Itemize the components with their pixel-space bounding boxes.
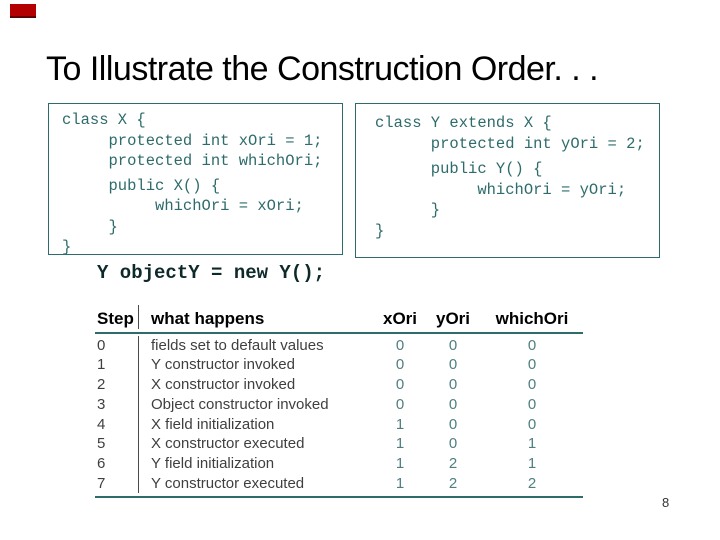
table-row: 7 Y constructor executed 1 2 2 (95, 473, 583, 494)
step-number: 1 (97, 356, 106, 374)
code-box-class-x: class X { protected int xOri = 1; protec… (48, 103, 343, 256)
code-line: public Y() { (375, 160, 543, 178)
step-description: Object constructor invoked (138, 394, 375, 415)
xori-value: 0 (395, 376, 405, 394)
table-row: 2 X constructor invoked 0 0 0 (95, 375, 583, 395)
code-box-class-y: class Y extends X { protected int yOri =… (355, 103, 660, 258)
step-description: fields set to default values (138, 335, 375, 356)
xori-value: 0 (395, 395, 405, 413)
column-header-what-happens: what happens (138, 305, 375, 329)
construction-steps-table: Step what happens xOri yOri whichOri 0 f… (95, 305, 583, 499)
whichori-value: 0 (527, 336, 537, 354)
step-number: 6 (97, 454, 106, 472)
table-row: 6 Y field initialization 1 2 1 (95, 453, 583, 474)
code-line: class X { (62, 111, 146, 129)
table-header-row: Step what happens xOri yOri whichOri (95, 305, 583, 334)
table-row: 5 X constructor executed 1 0 1 (95, 434, 583, 454)
slide-title: To Illustrate the Construction Order. . … (46, 50, 599, 88)
xori-value: 1 (395, 474, 405, 492)
column-header-yori: yOri (435, 309, 471, 328)
red-accent-mark (10, 4, 36, 18)
code-line: whichOri = xOri; (62, 197, 304, 215)
yori-value: 0 (448, 376, 458, 394)
code-line: public X() { (62, 176, 221, 195)
yori-value: 2 (448, 474, 458, 492)
code-line: } (62, 217, 118, 236)
xori-value: 1 (395, 435, 405, 453)
code-line: whichOri = yOri; (375, 180, 627, 199)
code-line: class Y extends X { (375, 114, 552, 132)
code-line: } (375, 221, 385, 240)
table-row: 1 Y constructor invoked 0 0 0 (95, 355, 583, 376)
table-row: 4 X field initialization 1 0 0 (95, 414, 583, 435)
yori-value: 0 (448, 395, 458, 413)
step-description: X field initialization (138, 414, 375, 435)
whichori-value: 2 (527, 474, 537, 492)
whichori-value: 0 (527, 395, 537, 413)
object-creation-statement: Y objectY = new Y(); (97, 262, 326, 284)
xori-value: 1 (395, 415, 405, 433)
yori-value: 2 (448, 454, 458, 472)
whichori-value: 0 (527, 415, 537, 433)
xori-value: 1 (395, 454, 405, 472)
step-description: X constructor executed (138, 434, 375, 454)
step-description: Y constructor executed (138, 473, 375, 494)
column-header-whichori: whichOri (495, 309, 569, 328)
code-line: } (62, 238, 72, 256)
step-description: Y field initialization (138, 453, 375, 474)
step-description: X constructor invoked (138, 375, 375, 395)
code-line: protected int yOri = 2; (375, 134, 645, 153)
yori-value: 0 (448, 336, 458, 354)
whichori-value: 1 (527, 454, 537, 472)
code-line: protected int whichOri; (62, 152, 323, 170)
step-number: 5 (97, 435, 106, 453)
yori-value: 0 (448, 415, 458, 433)
xori-value: 0 (395, 336, 405, 354)
step-number: 0 (97, 336, 106, 354)
column-header-step: Step (97, 309, 134, 328)
xori-value: 0 (395, 356, 405, 374)
whichori-value: 0 (527, 376, 537, 394)
whichori-value: 1 (527, 435, 537, 453)
step-number: 7 (97, 474, 106, 492)
table-row: 0 fields set to default values 0 0 0 (95, 335, 583, 356)
step-number: 3 (97, 395, 106, 413)
yori-value: 0 (448, 356, 458, 374)
step-description: Y constructor invoked (138, 355, 375, 376)
code-line: } (375, 201, 441, 219)
yori-value: 0 (448, 435, 458, 453)
column-header-xori: xOri (382, 309, 418, 328)
code-line: protected int xOri = 1; (62, 131, 323, 150)
table-row: 3 Object constructor invoked 0 0 0 (95, 394, 583, 415)
step-number: 4 (97, 415, 106, 433)
whichori-value: 0 (527, 356, 537, 374)
table-body: 0 fields set to default values 0 0 0 1 Y… (95, 334, 583, 499)
step-number: 2 (97, 376, 106, 394)
page-number: 8 (662, 495, 670, 510)
